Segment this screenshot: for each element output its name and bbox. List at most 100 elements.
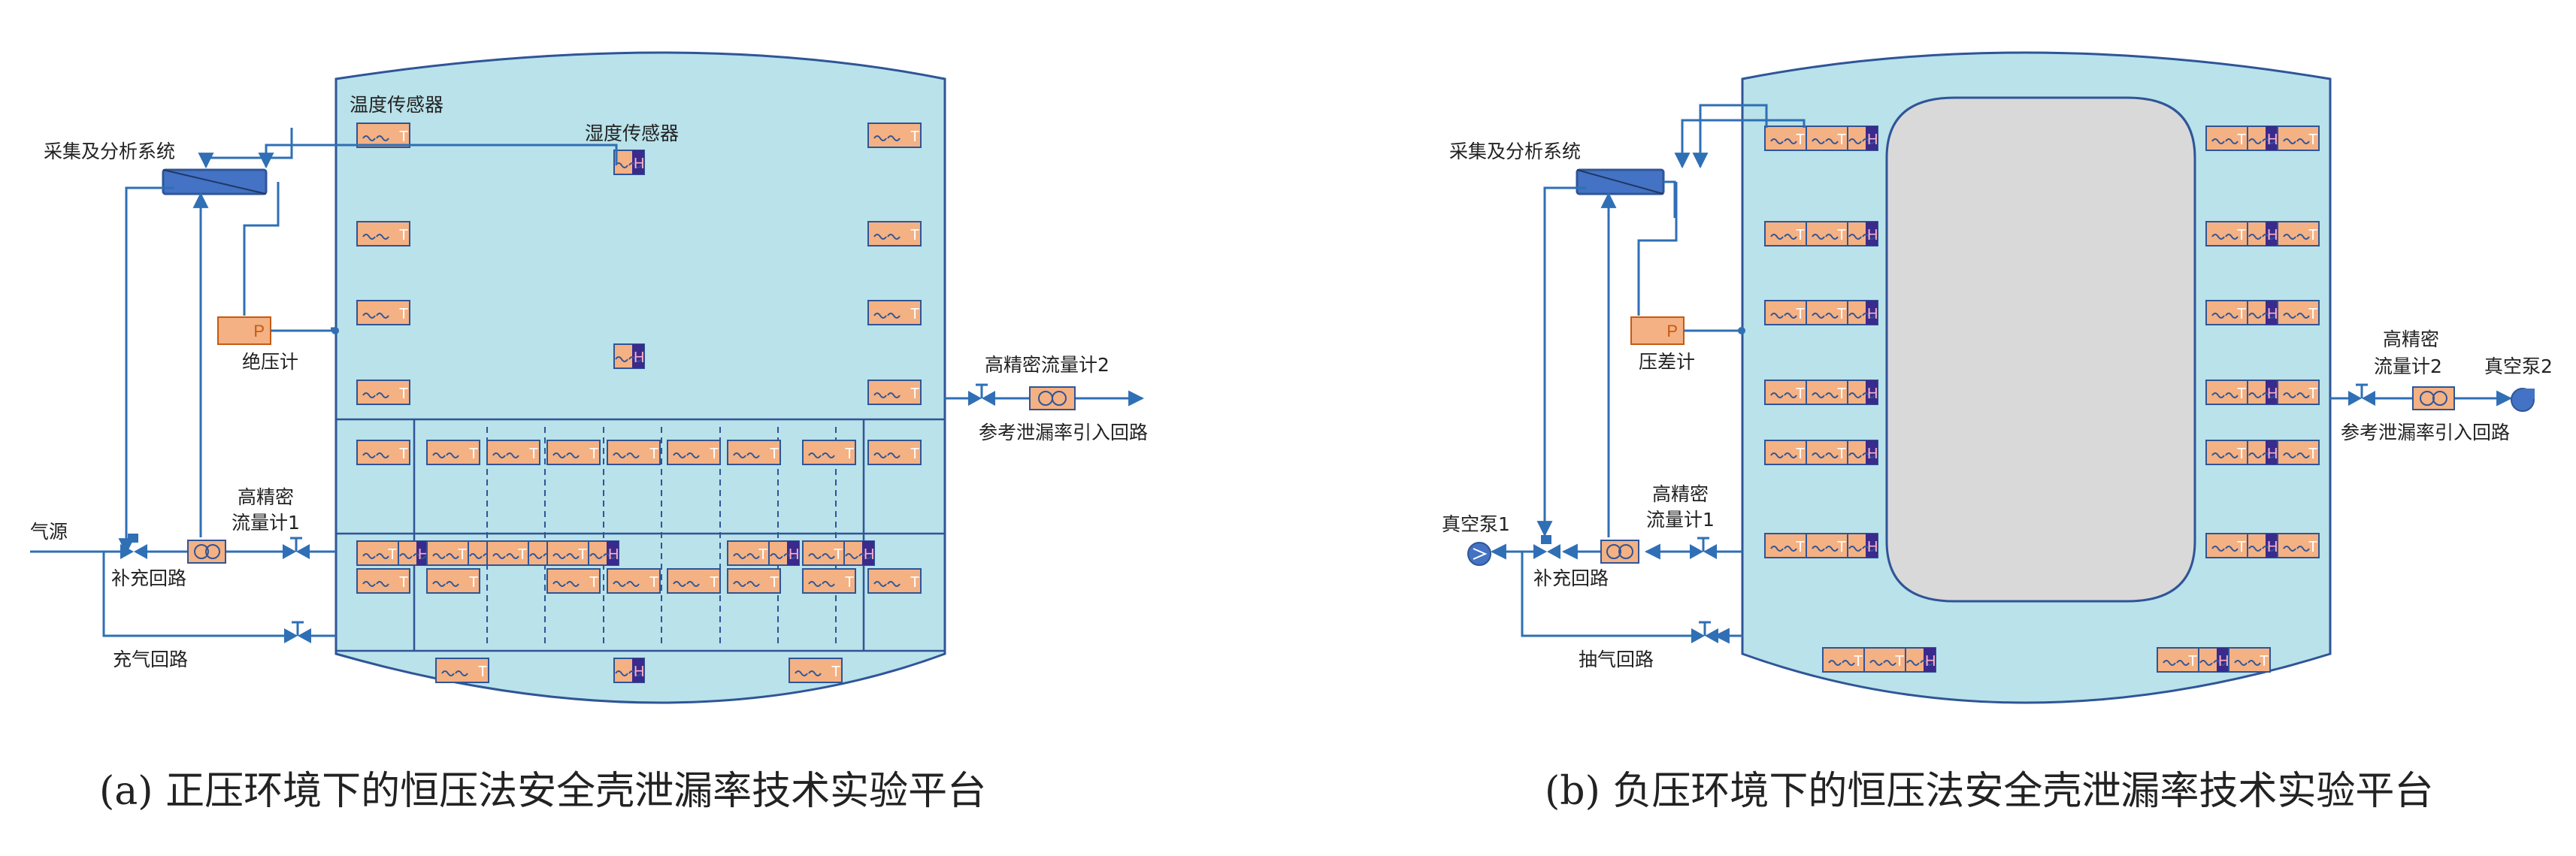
makeup-loop-label-a: 补充回路 — [111, 567, 186, 589]
temperature-mark: T — [2308, 446, 2317, 462]
temperature-sensor: T — [1764, 300, 1807, 325]
temperature-sensor: T — [802, 440, 856, 465]
temperature-mark: T — [845, 574, 854, 591]
temperature-sensor: T — [486, 440, 540, 465]
temperature-sensor: T — [802, 540, 845, 566]
humidity-mark: H — [634, 156, 644, 172]
temperature-mark: T — [399, 446, 408, 462]
temperature-sensor: T — [867, 440, 922, 465]
temperature-mark: T — [399, 574, 408, 591]
temperature-mark: T — [2308, 306, 2317, 322]
temperature-mark: T — [1837, 132, 1846, 148]
temperature-mark: T — [2237, 446, 2246, 462]
temperature-sensor: T — [356, 221, 410, 247]
humidity-sensor: H — [1847, 126, 1878, 151]
humidity-mark: H — [2267, 306, 2278, 322]
temperature-sensor: T — [356, 540, 399, 566]
temperature-sensor: T — [2205, 221, 2248, 247]
flowmeter1-label-a-1: 高精密 — [238, 486, 294, 508]
flowmeter2-label-b-1: 高精密 — [2383, 328, 2439, 350]
valve-makeup-a — [120, 534, 147, 559]
temperature-sensor: T — [667, 440, 721, 465]
charge-loop-label: 充气回路 — [113, 649, 188, 670]
temperature-sensor: T — [1806, 380, 1848, 405]
temperature-sensor: T — [546, 568, 601, 594]
temperature-mark: T — [770, 574, 779, 591]
humidity-mark: H — [1867, 386, 1878, 402]
valve-charge-a — [284, 621, 311, 643]
humidity-sensor: H — [613, 343, 645, 369]
temperature-sensor: T — [356, 568, 410, 594]
temperature-sensor: T — [727, 540, 770, 566]
valve-flow1-a — [283, 537, 310, 559]
humidity-sensor: H — [398, 540, 429, 566]
temperature-mark: T — [2308, 227, 2317, 243]
temperature-mark: T — [458, 546, 467, 563]
vessel-a-divisions — [336, 418, 945, 652]
temperature-mark: T — [1837, 539, 1846, 555]
temperature-sensor: T — [356, 380, 410, 405]
humidity-mark: H — [2267, 227, 2278, 243]
humidity-mark: H — [1867, 306, 1878, 322]
valve-ref-a — [968, 383, 995, 406]
humidity-mark: H — [1867, 132, 1878, 148]
temperature-mark: T — [469, 574, 478, 591]
flowmeter1-label-a-2: 流量计1 — [232, 512, 300, 534]
humidity-sensor: H — [2247, 440, 2278, 465]
temperature-sensor: T — [667, 568, 721, 594]
temperature-mark: T — [910, 386, 919, 402]
temperature-sensor: T — [1764, 126, 1807, 151]
humidity-sensor: H — [613, 658, 645, 683]
humidity-sensor: H — [768, 540, 800, 566]
valve-flow1-b — [1690, 537, 1717, 559]
gas-source-label: 气源 — [30, 521, 68, 543]
temperature-sensor: T — [1764, 533, 1807, 558]
temperature-mark: T — [388, 546, 397, 563]
vac-pump1-label: 真空泵1 — [1442, 513, 1510, 535]
temperature-mark: T — [478, 664, 487, 680]
temperature-mark: T — [589, 446, 598, 462]
humidity-sensor: H — [1847, 380, 1878, 405]
temperature-mark: T — [399, 227, 408, 243]
temperature-sensor: T — [1764, 221, 1807, 247]
temperature-mark: T — [710, 574, 719, 591]
temperature-mark: T — [910, 306, 919, 322]
temperature-mark: T — [910, 446, 919, 462]
valve-ref-b — [2348, 383, 2375, 406]
temperature-sensor: T — [867, 380, 922, 405]
humidity-mark: H — [608, 546, 619, 563]
humidity-mark: H — [634, 664, 644, 680]
temperature-mark: T — [399, 306, 408, 322]
temperature-mark: T — [1796, 306, 1805, 322]
temperature-sensor: T — [867, 568, 922, 594]
temperature-sensor: T — [789, 658, 843, 683]
temperature-mark: T — [2237, 227, 2246, 243]
temperature-mark: T — [1837, 386, 1846, 402]
temperature-sensor: T — [607, 440, 661, 465]
pipes-b — [1490, 104, 2513, 644]
temperature-sensor: T — [356, 440, 410, 465]
temperature-sensor: T — [1806, 221, 1848, 247]
humidity-sensor: H — [1847, 300, 1878, 325]
temperature-mark: T — [758, 546, 767, 563]
temperature-sensor: T — [435, 658, 489, 683]
temperature-mark: T — [529, 446, 538, 462]
temperature-mark: T — [770, 446, 779, 462]
acq-system-label-a: 采集及分析系统 — [44, 141, 175, 162]
temperature-sensor: T — [1806, 126, 1848, 151]
temperature-mark: T — [831, 664, 840, 680]
pipes-a — [30, 128, 1145, 637]
humidity-mark: H — [1867, 539, 1878, 555]
temperature-sensor: T — [356, 300, 410, 325]
humidity-mark: H — [789, 546, 799, 563]
temperature-sensor: T — [1806, 300, 1848, 325]
temperature-sensor: T — [2205, 126, 2248, 151]
temperature-mark: T — [1837, 306, 1846, 322]
temperature-sensor: T — [1764, 440, 1807, 465]
temperature-sensor: T — [607, 568, 661, 594]
humidity-mark: H — [2267, 132, 2278, 148]
temperature-mark: T — [710, 446, 719, 462]
temperature-mark: T — [834, 546, 843, 563]
diff-pressure-label: 压差计 — [1639, 351, 1695, 373]
temperature-mark: T — [2308, 132, 2317, 148]
